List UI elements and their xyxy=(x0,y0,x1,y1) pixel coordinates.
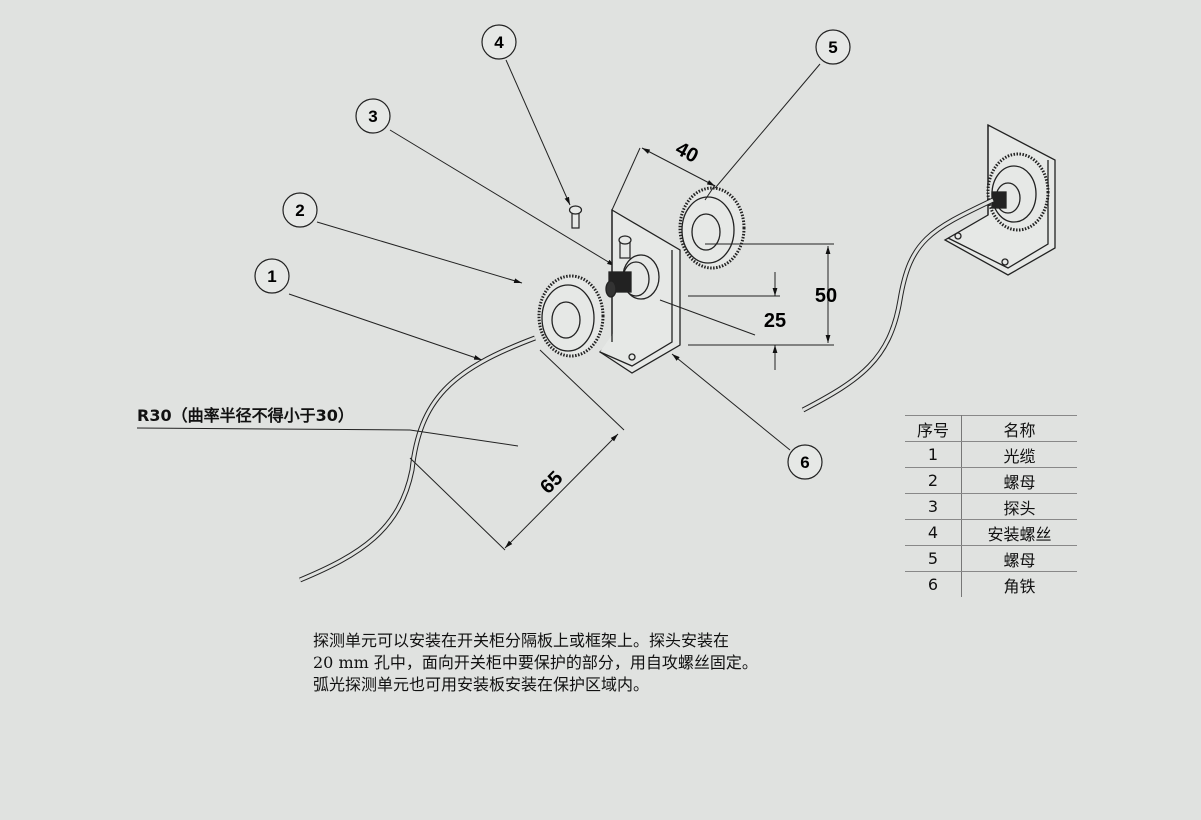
balloon-6 xyxy=(787,444,823,480)
cell-name: 螺母 xyxy=(961,545,1077,572)
leader-5 xyxy=(704,63,821,201)
description-line: 20 mm 孔中，面向开关柜中要保护的部分，用自攻螺丝固定。 xyxy=(313,653,758,672)
cell-name: 螺母 xyxy=(961,467,1077,494)
header-name: 名称 xyxy=(961,415,1077,442)
cell-name: 探头 xyxy=(961,493,1077,520)
cell-index: 4 xyxy=(905,519,962,546)
screw-loose xyxy=(568,205,583,229)
balloon-1 xyxy=(254,258,290,294)
cell-index: 1 xyxy=(905,441,962,468)
nut-rear xyxy=(678,186,746,270)
cell-name: 光缆 xyxy=(961,441,1077,468)
dim-40-label: 40 xyxy=(672,138,702,168)
balloon-label-2: 2 xyxy=(295,201,304,220)
cell-name: 角铁 xyxy=(1003,576,1036,596)
header-index: 序号 xyxy=(905,415,962,442)
table-row: 6 角铁 xyxy=(905,571,1077,597)
dim-40-line xyxy=(641,147,716,187)
cell-index: 2 xyxy=(905,467,962,494)
bend-radius-note: R30（曲率半径不得小于30） xyxy=(137,406,354,425)
balloon-4 xyxy=(481,24,517,60)
screw-mounted xyxy=(618,235,632,259)
dim-25-label: 25 xyxy=(764,310,786,332)
leader-2 xyxy=(316,221,523,284)
cell-index: 5 xyxy=(905,545,962,572)
balloon-3 xyxy=(355,98,391,134)
optical-cable xyxy=(299,335,536,583)
table-header-row: 序号 名称 xyxy=(905,415,1077,442)
balloon-label-5: 5 xyxy=(828,38,837,57)
balloon-label-4: 4 xyxy=(494,33,504,52)
leader-1 xyxy=(288,293,483,361)
balloon-2 xyxy=(282,192,318,228)
balloon-label-6: 6 xyxy=(800,453,809,472)
balloon-5 xyxy=(815,29,851,65)
dim-65-line xyxy=(504,433,619,549)
nut-front xyxy=(537,274,605,358)
description-line: 弧光探测单元也可用安装板安装在保护区域内。 xyxy=(313,675,650,694)
dim-65-label: 65 xyxy=(536,467,567,498)
leader-4 xyxy=(505,59,571,206)
probe xyxy=(605,254,660,300)
dim-50-label: 50 xyxy=(815,285,837,307)
cell-index: 6 xyxy=(905,571,962,597)
description-line: 探测单元可以安装在开关柜分隔板上或框架上。探头安装在 xyxy=(313,631,730,650)
leader-6 xyxy=(671,353,791,451)
balloon-label-1: 1 xyxy=(267,267,276,286)
leader-3 xyxy=(389,129,616,267)
cell-index: 3 xyxy=(905,493,962,520)
balloon-label-3: 3 xyxy=(368,107,377,126)
assembled-view xyxy=(801,123,1056,413)
cell-name: 安装螺丝 xyxy=(961,519,1077,546)
description-text: 探测单元可以安装在开关柜分隔板上或框架上。探头安装在 20 mm 孔中，面向开关… xyxy=(313,630,758,696)
